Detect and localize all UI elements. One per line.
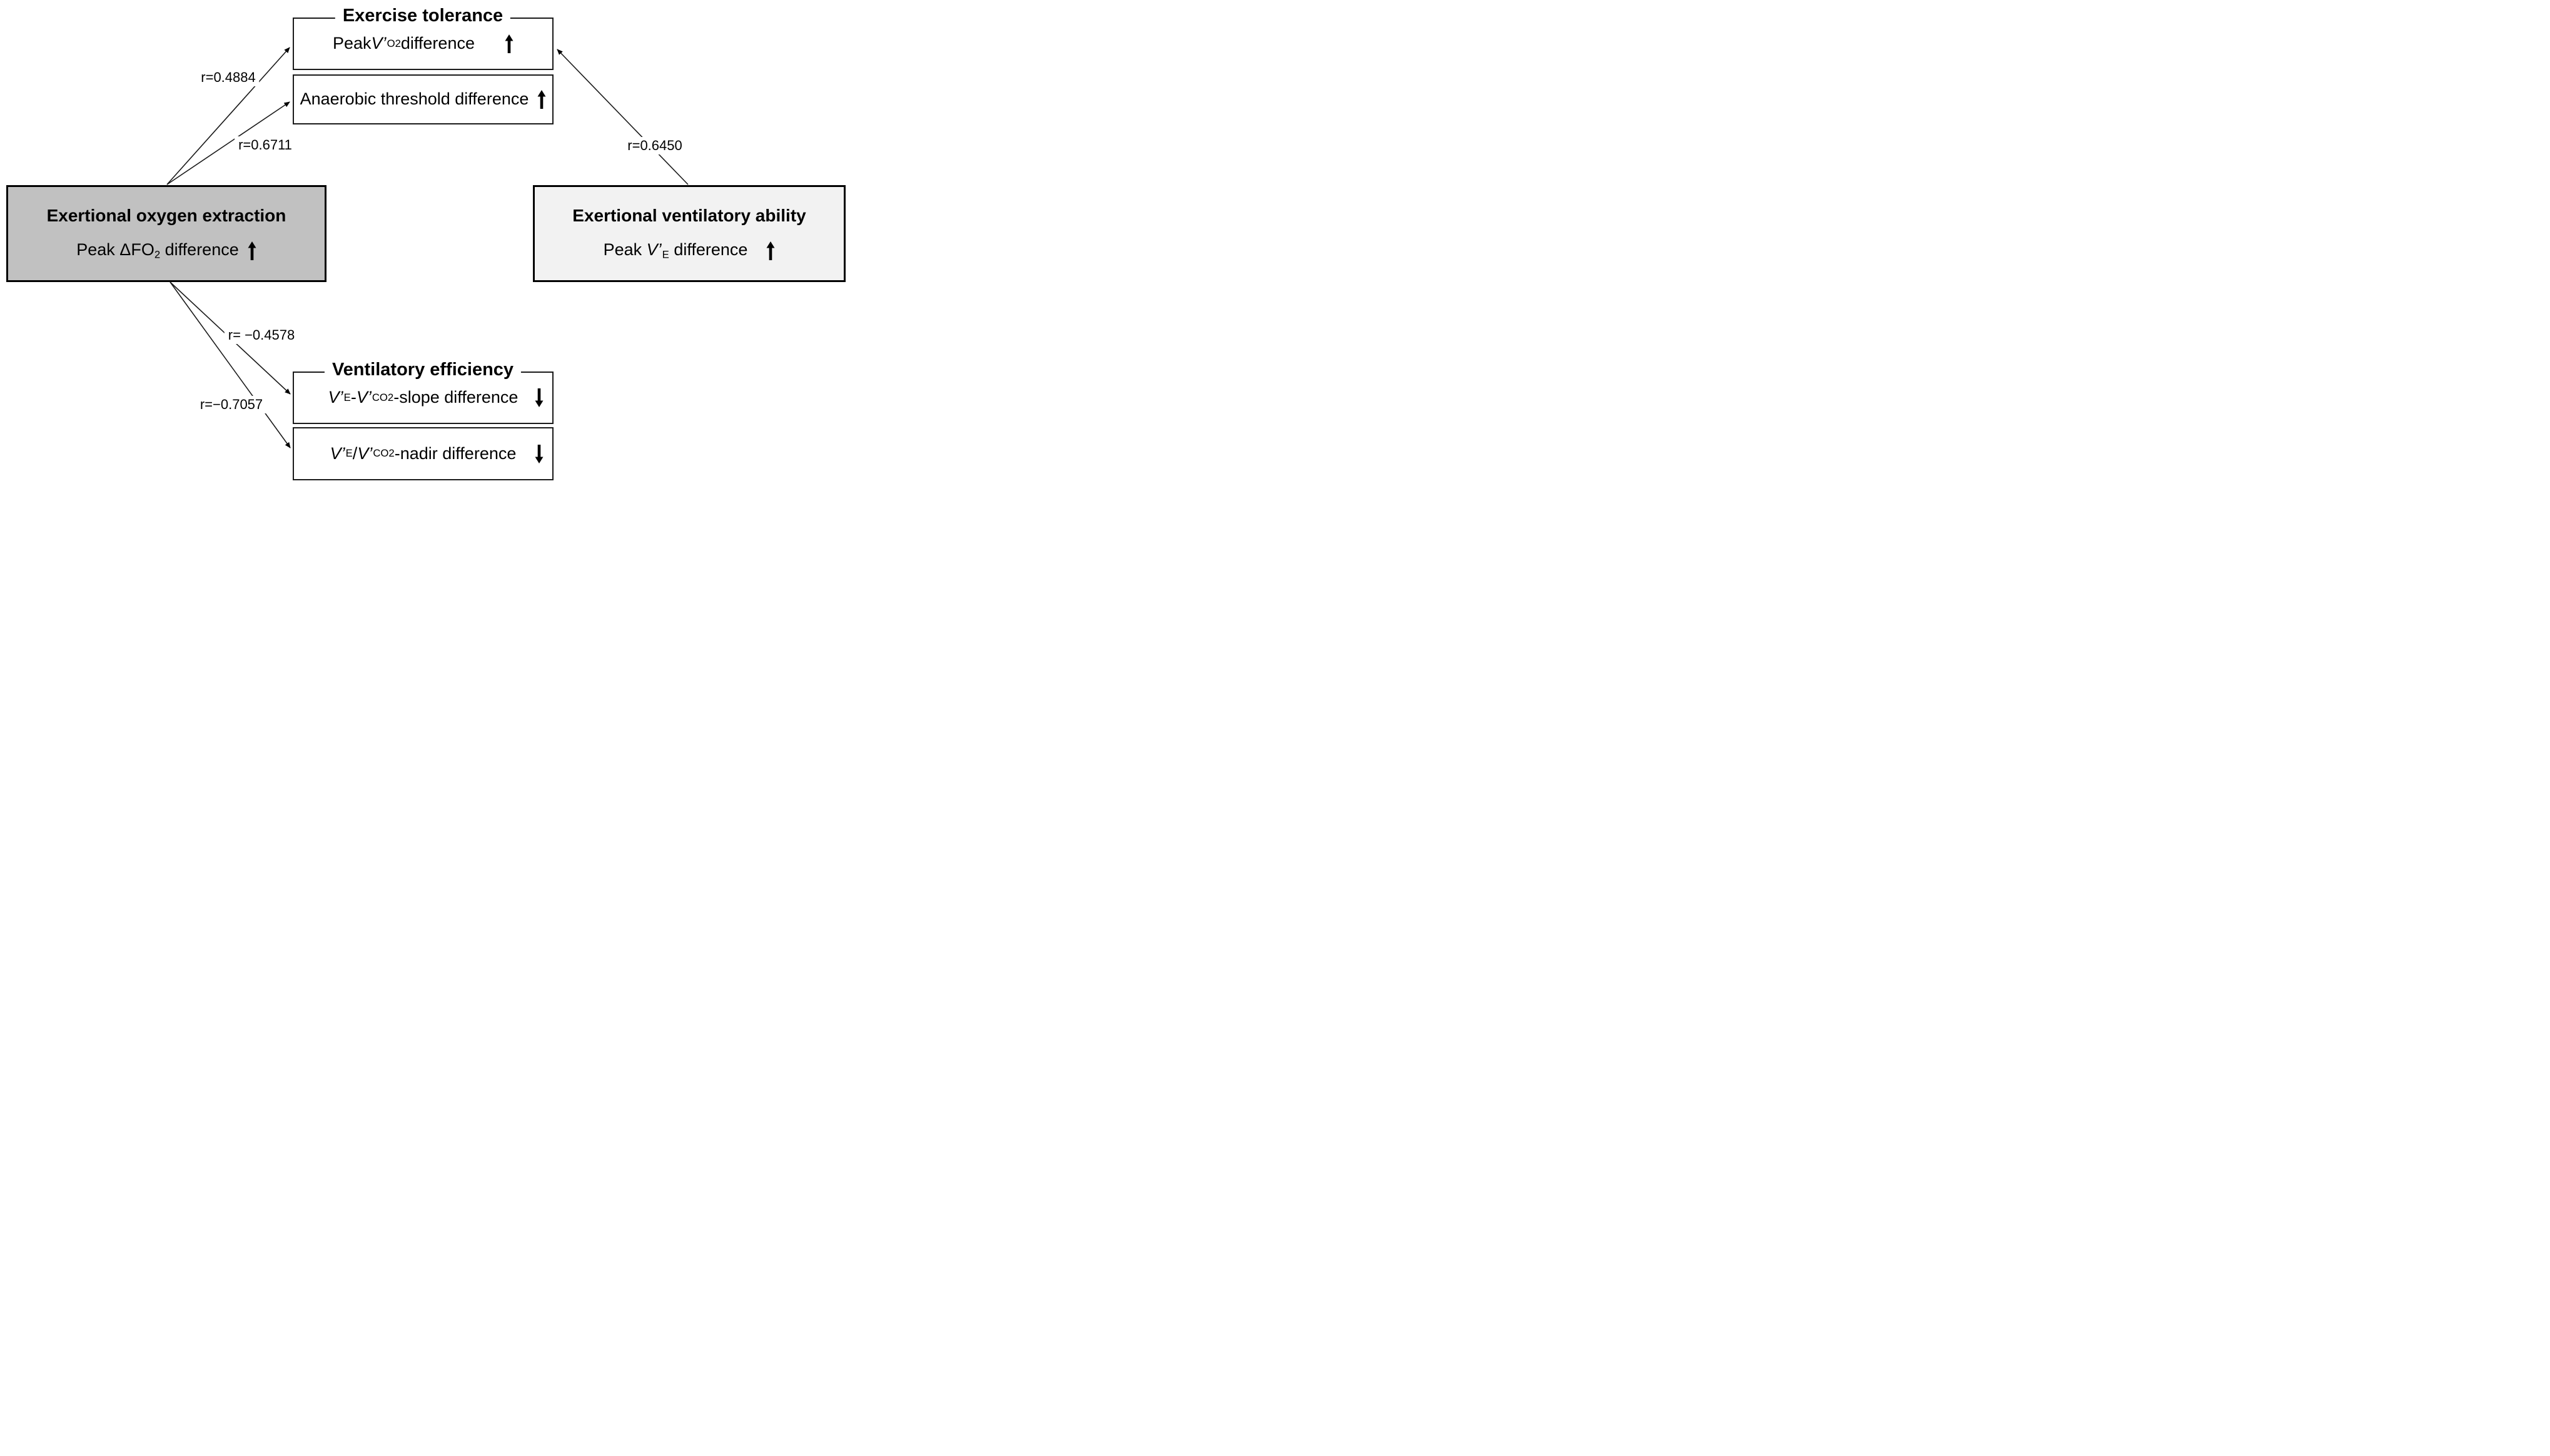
up-arrow-icon — [537, 90, 546, 109]
box-anaerobic-threshold-difference: Anaerobic threshold difference — [293, 74, 554, 124]
correlation-label-peak-vo2: r=0.4884 — [197, 69, 260, 86]
box-ventilatory-measure: Peak V’E difference — [603, 240, 776, 261]
text-part: -nadir difference — [394, 443, 517, 463]
subscript-co2: CO2 — [373, 447, 395, 460]
text-part: Peak ΔFO — [76, 240, 154, 260]
box-oxygen-measure: Peak ΔFO2 difference — [76, 240, 256, 261]
text-part: difference — [669, 240, 748, 260]
text-part: Peak — [603, 240, 647, 260]
variable-v: V’ — [646, 240, 662, 260]
variable-v: V’ — [356, 388, 372, 407]
box-exertional-ventilatory-ability: Exertional ventilatory ability Peak V’E … — [533, 185, 846, 282]
up-arrow-icon — [766, 241, 775, 261]
variable-v: V’ — [357, 443, 373, 463]
box-ventilatory-text: Peak V’E difference — [603, 240, 748, 261]
correlation-label-anaerobic: r=0.6711 — [235, 136, 296, 154]
correlation-label-slope: r= −0.4578 — [224, 326, 299, 344]
box-anaerobic-text: Anaerobic threshold difference — [300, 89, 529, 109]
connector-oxygen-to-nadir — [169, 281, 291, 448]
up-arrow-icon — [248, 241, 256, 261]
connector-arrows — [166, 47, 689, 448]
variable-v: V’ — [328, 388, 343, 407]
correlation-label-nadir: r=−0.7057 — [196, 396, 267, 413]
box-slope-text: V’E-V’CO2-slope difference — [328, 388, 519, 407]
separator: / — [352, 443, 358, 463]
correlation-label-peak-ve: r=0.6450 — [624, 137, 686, 154]
connector-oxygen-to-anaerobic — [166, 101, 290, 185]
connector-ventilatory-to-peakvo2 — [557, 49, 689, 185]
text-part: -slope difference — [393, 388, 519, 407]
down-arrow-icon — [535, 388, 544, 407]
text-part: Peak — [333, 34, 372, 53]
text-part: difference — [160, 240, 239, 260]
subscript-co2: CO2 — [372, 391, 394, 403]
box-oxygen-text: Peak ΔFO2 difference — [76, 240, 239, 261]
subscript-2: 2 — [154, 248, 161, 261]
correlation-diagram: Exercise tolerance Ventilatory efficienc… — [0, 0, 850, 485]
subscript-e: E — [662, 248, 669, 261]
box-exertional-oxygen-extraction: Exertional oxygen extraction Peak ΔFO2 d… — [6, 185, 326, 282]
down-arrow-icon — [535, 444, 544, 463]
group-title-exercise-tolerance: Exercise tolerance — [335, 5, 511, 26]
variable-v: V’ — [330, 443, 345, 463]
subscript-o2: O2 — [387, 37, 401, 49]
up-arrow-icon — [505, 34, 514, 53]
text-part: difference — [400, 34, 475, 53]
box-nadir-text: V’E/V’CO2-nadir difference — [330, 443, 517, 463]
box-peak-vo2-difference: Peak V’O2 difference — [293, 18, 554, 70]
subscript-e: E — [345, 447, 353, 460]
variable-v: V’ — [371, 34, 387, 53]
connector-oxygen-to-peakvo2 — [166, 47, 290, 185]
box-peak-vo2-text: Peak V’O2 difference — [333, 34, 475, 53]
subscript-e: E — [343, 391, 351, 403]
box-ve-vco2-nadir-difference: V’E/V’CO2-nadir difference — [293, 427, 554, 480]
separator: - — [350, 388, 357, 407]
group-title-ventilatory-efficiency: Ventilatory efficiency — [324, 359, 522, 380]
box-oxygen-title: Exertional oxygen extraction — [46, 205, 286, 225]
box-ventilatory-title: Exertional ventilatory ability — [572, 205, 806, 225]
